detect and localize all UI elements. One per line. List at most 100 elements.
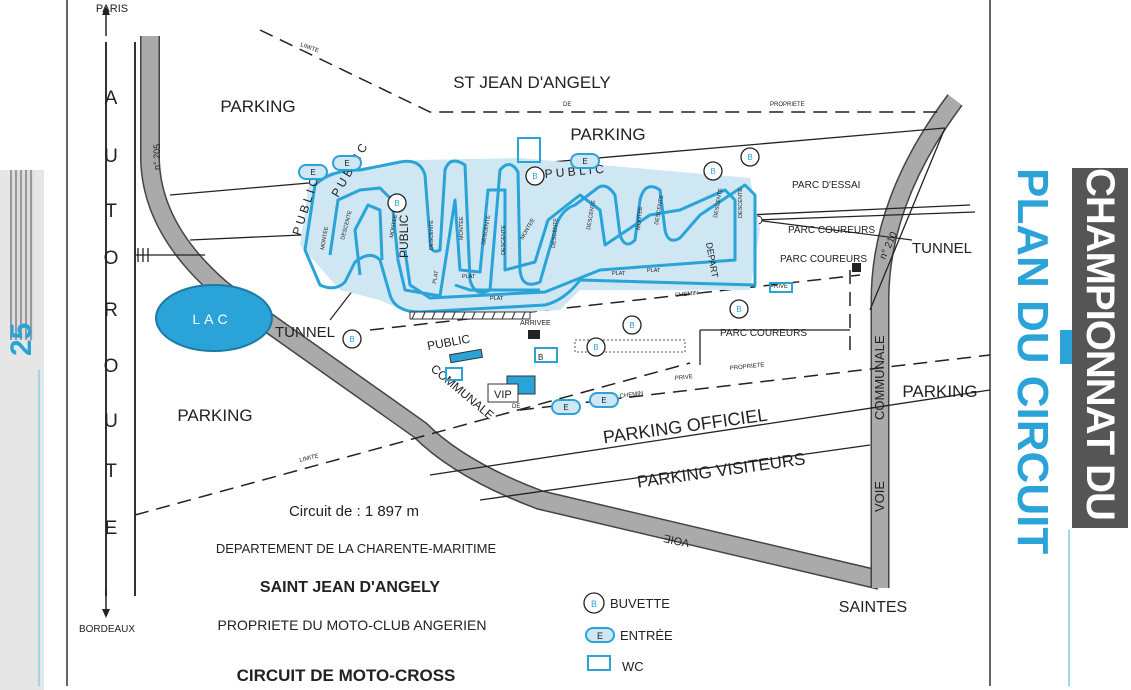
- tunnel-arrow-right-1: [754, 211, 976, 221]
- circuit-length: Circuit de : 1 897 m: [289, 503, 419, 520]
- entree-symbol: E: [563, 403, 568, 412]
- voie-right-label: VOIE: [872, 481, 887, 512]
- parc-coureurs-label-1: PARC COUREURS: [788, 225, 875, 236]
- prive-bottom-label: PRIVE: [675, 374, 694, 382]
- public-label-3: PUBLIC: [397, 214, 411, 258]
- wc-building-bottom: [534, 347, 558, 363]
- st-jean-label: ST JEAN D'ANGELY: [453, 73, 611, 92]
- vip-label: VIP: [494, 389, 512, 401]
- propriete-label: PROPRIETE DU MOTO-CLUB ANGERIEN: [218, 617, 487, 633]
- parking-line-2: [479, 444, 871, 501]
- track-word-montee: MONTEE: [459, 216, 465, 240]
- autoroute-letter: T: [105, 461, 117, 482]
- track-word-descente: DESCENTE: [586, 199, 597, 230]
- departement-label: DEPARTEMENT DE LA CHARENTE-MARITIME: [216, 541, 497, 556]
- parking-label-e: PARKING: [902, 382, 977, 401]
- track-word-montee: MONTEE: [389, 214, 399, 239]
- public-label-5: PUBLIC: [426, 332, 471, 353]
- parc-essai-label: PARC D'ESSAI: [792, 180, 860, 191]
- entree-icon: [589, 392, 619, 408]
- lake: [155, 284, 273, 352]
- entree-symbol: E: [582, 157, 587, 166]
- buvette-symbol: B: [747, 153, 752, 162]
- track-word-plat: PLAT: [462, 274, 476, 280]
- autoroute-letter: A: [105, 88, 118, 109]
- saintes-label: SAINTES: [839, 599, 907, 616]
- track-word-descente: DESCENTE: [654, 194, 665, 225]
- left-stripe: [10, 170, 34, 340]
- chemin-box: [574, 339, 686, 353]
- legend-entree-symbol: E: [597, 631, 603, 641]
- class-500-badge: [1060, 330, 1072, 364]
- road-n210: [872, 95, 962, 588]
- wc-b-label: B: [538, 353, 543, 362]
- vip-building: [487, 383, 519, 403]
- track-word-montee: MONTEE: [320, 226, 330, 251]
- wc-building-right: [769, 282, 793, 293]
- parc-coureurs-label-3: PARC COUREURS: [720, 328, 807, 339]
- autoroute-letter: U: [104, 411, 118, 432]
- wc-building-left: [445, 367, 463, 381]
- track-word-descente: DESCENTE: [501, 225, 507, 255]
- arrivee-label: ARRIVEE: [520, 320, 551, 327]
- legend-wc-icon: [587, 655, 611, 671]
- prive-top-label: PRIVE: [770, 284, 788, 290]
- buvette-symbol: B: [394, 199, 399, 208]
- paris-label: PARIS: [96, 3, 128, 15]
- buvette-icon: [703, 161, 723, 181]
- entree-icon: [332, 155, 362, 171]
- propriete-bottom-label: PROPRIETE: [730, 362, 765, 372]
- buvette-symbol: B: [349, 335, 354, 344]
- finish-stripe: [409, 311, 531, 320]
- lake-label: LAC: [192, 311, 231, 327]
- paris-arrow-head: [102, 6, 110, 15]
- plan-title: PLAN DU CIRCUIT: [1008, 168, 1057, 555]
- buvette-icon: [387, 193, 407, 213]
- left-page-margin: [0, 170, 44, 690]
- track-word-plat: PLAT: [432, 270, 440, 285]
- track-word-plat: PLAT: [490, 296, 504, 302]
- entree-icon: [570, 153, 600, 169]
- entree-symbol: E: [310, 168, 315, 177]
- autoroute-letter: O: [104, 248, 119, 269]
- chemin-top-label: CHEMIN: [675, 291, 699, 299]
- town-label: SAINT JEAN D'ANGELY: [260, 579, 440, 596]
- tunnel-arrow-right-2: [754, 219, 913, 241]
- parking-line-1: [429, 389, 991, 476]
- autoroute-letter: O: [104, 356, 119, 377]
- legend-entree-label: ENTRÉE: [620, 628, 673, 643]
- limite-line-top: [259, 29, 945, 113]
- tunnel-label-right: TUNNEL: [912, 240, 972, 257]
- bordeaux-arrow-head: [102, 609, 110, 618]
- wc-building-top: [517, 137, 541, 163]
- track-word-plat: PLAT: [647, 268, 661, 274]
- propriete-top-label: PROPRIETE: [770, 102, 805, 108]
- buvette-symbol: B: [710, 167, 715, 176]
- parc-coureurs-label-2: PARC COUREURS: [780, 254, 867, 265]
- track-word-descente: DESCENTE: [738, 188, 744, 218]
- track-word-plat: PLAT: [612, 271, 626, 277]
- track-word-descente: DESCENTE: [429, 220, 435, 250]
- circuit-type-label: CIRCUIT DE MOTO-CROSS: [237, 666, 456, 685]
- parking-label-w: PARKING: [177, 406, 252, 425]
- autoroute-letter: R: [104, 300, 118, 321]
- track-word-montee: MONTEE: [636, 206, 644, 230]
- entree-symbol: E: [601, 396, 606, 405]
- marker-square: [852, 263, 861, 272]
- chemin-line: [369, 274, 861, 331]
- parking-label-n: PARKING: [570, 125, 645, 144]
- legend-entree-icon: [585, 627, 615, 643]
- bordeaux-label: BORDEAUX: [79, 624, 135, 635]
- parking-visiteurs-label: PARKING VISITEURS: [636, 449, 807, 491]
- autoroute-letter: E: [105, 518, 118, 539]
- parking-officiel-label: PARKING OFFICIEL: [602, 405, 769, 448]
- buvette-symbol: B: [593, 343, 598, 352]
- map-legend: B BUVETTE E ENTRÉE WC: [583, 592, 673, 674]
- legend-buvette-label: BUVETTE: [610, 596, 670, 611]
- buvette-symbol: B: [629, 321, 634, 330]
- limite-top-label: LIMITE: [299, 42, 319, 54]
- track-word-descente: DESCENTE: [481, 214, 492, 245]
